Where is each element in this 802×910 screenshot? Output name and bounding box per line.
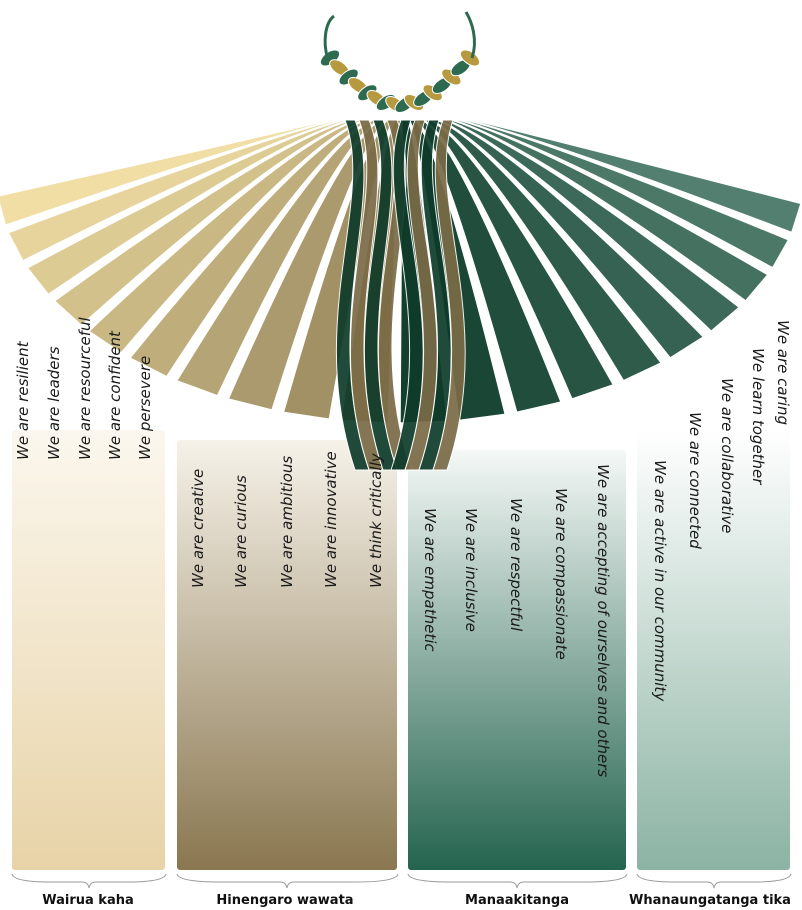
group-label-whanaungatanga-tika: Whanaungatanga tika (629, 893, 791, 908)
braid-tail-left (323, 14, 336, 61)
bracket-manaakitanga (407, 873, 628, 889)
value-label: We are active in our community (651, 460, 669, 702)
fan-strand-19 (459, 119, 790, 269)
fan-strand-5 (87, 119, 366, 355)
value-label: We are compassionate (552, 488, 570, 660)
braid-tail-right (464, 11, 476, 59)
panel-hinengaro-wawata (177, 440, 397, 870)
value-label: We are ambitious (278, 456, 296, 588)
bracket-whanaungatanga-tika (636, 873, 792, 889)
value-label: We are inclusive (462, 508, 480, 632)
woven-strand-8 (432, 119, 466, 471)
value-label: We are respectful (507, 498, 525, 632)
fan-strand-1 (0, 119, 337, 227)
group-panels (12, 430, 790, 870)
fan-strand-14 (423, 119, 615, 400)
bracket-hinengaro-wawata (176, 873, 399, 889)
value-label: We are curious (232, 475, 250, 588)
value-label: We think critically (367, 452, 385, 588)
value-label: We are collaborative (718, 378, 736, 533)
fan-strand-7 (175, 119, 380, 397)
group-label-manaakitanga: Manaakitanga (465, 893, 569, 908)
group-label-wairua-kaha: Wairua kaha (42, 893, 134, 908)
group-brackets (11, 873, 792, 889)
value-label: We learn together (749, 348, 767, 485)
value-label: We are creative (189, 469, 207, 588)
fan-strand-3 (26, 119, 351, 296)
fan-strand-4 (53, 119, 358, 327)
panel-wairua-kaha (12, 430, 165, 870)
braid-top (319, 11, 481, 113)
fan-strand-17 (444, 119, 741, 333)
panel-manaakitanga (408, 450, 626, 870)
value-labels: We are resilient We are leaders We are res… (14, 316, 792, 777)
value-label: We are empathetic (421, 508, 439, 652)
value-label: We are innovative (322, 451, 340, 588)
fan-strand-15 (430, 119, 663, 382)
fan-strand-2 (7, 119, 344, 262)
group-labels: Wairua kaha Hinengaro wawata Manaakitang… (42, 893, 791, 908)
value-label: We are caring (774, 320, 792, 425)
bracket-wairua-kaha (11, 873, 167, 889)
fan-strand-18 (452, 119, 770, 302)
value-label: We are resourceful (76, 316, 94, 460)
value-label: We are accepting of ourselves and others (594, 464, 612, 777)
value-label: We are connected (686, 412, 704, 549)
fan-strand-20 (466, 119, 802, 234)
group-label-hinengaro-wawata: Hinengaro wawata (216, 893, 353, 908)
value-label: We are leaders (45, 346, 63, 460)
value-label: We are resilient (14, 340, 32, 460)
value-label: We are confident (106, 330, 124, 460)
fan-strand-6 (128, 119, 373, 378)
value-label: We persevere (136, 356, 154, 460)
panel-whanaungatanga-tika (637, 430, 790, 870)
fan-strand-16 (437, 119, 705, 360)
woven-fan (0, 119, 802, 471)
